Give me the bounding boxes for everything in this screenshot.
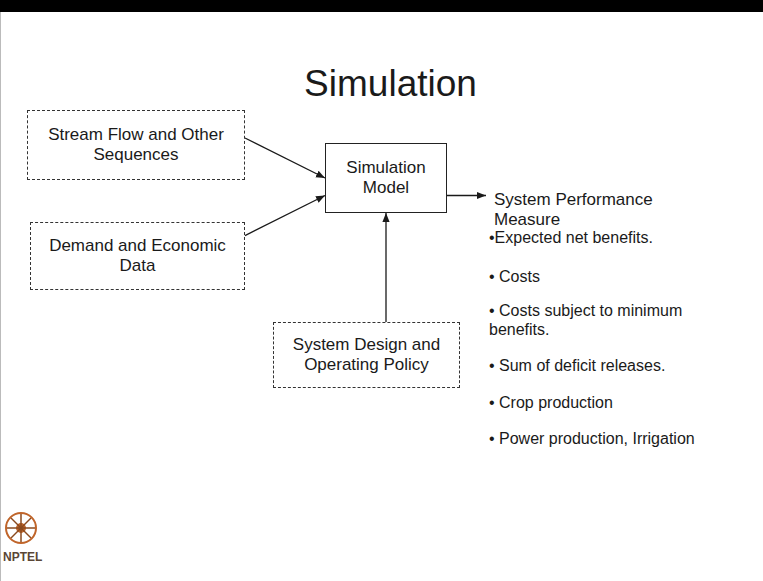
bullet-item: • Crop production [489, 394, 709, 413]
input-box: Demand and Economic Data [30, 222, 245, 290]
logo-ring [6, 513, 36, 543]
process-box: Simulation Model [325, 143, 447, 213]
nptel-logo [6, 513, 36, 543]
bullet-item: •Expected net benefits. [489, 229, 709, 248]
logo-text: NPTEL [3, 550, 63, 564]
slide-title: Simulation [0, 62, 763, 106]
logo-spokes [7, 514, 35, 542]
top-band [0, 0, 763, 12]
flow-arrow [385, 213, 386, 322]
bullet-item: • Power production, Irrigation [489, 430, 699, 449]
node-text: Stream Flow and Other Sequences [36, 125, 236, 166]
node-text: System Performance Measure [494, 190, 693, 231]
bullet-item: • Costs [489, 268, 709, 287]
node-text: Simulation Model [334, 158, 438, 199]
output-heading: System Performance Measure [486, 186, 701, 235]
flow-arrow [245, 196, 325, 236]
input-box: System Design and Operating Policy [273, 322, 460, 388]
flow-arrow [447, 195, 486, 196]
slide-edge [0, 12, 1, 581]
flow-arrow [245, 138, 325, 178]
bullet-item: • Costs subject to minimum benefits. [489, 302, 704, 340]
bullet-item: • Sum of deficit releases. [489, 357, 719, 376]
input-box: Stream Flow and Other Sequences [27, 110, 245, 180]
node-text: System Design and Operating Policy [282, 335, 451, 376]
node-text: Demand and Economic Data [39, 236, 236, 277]
